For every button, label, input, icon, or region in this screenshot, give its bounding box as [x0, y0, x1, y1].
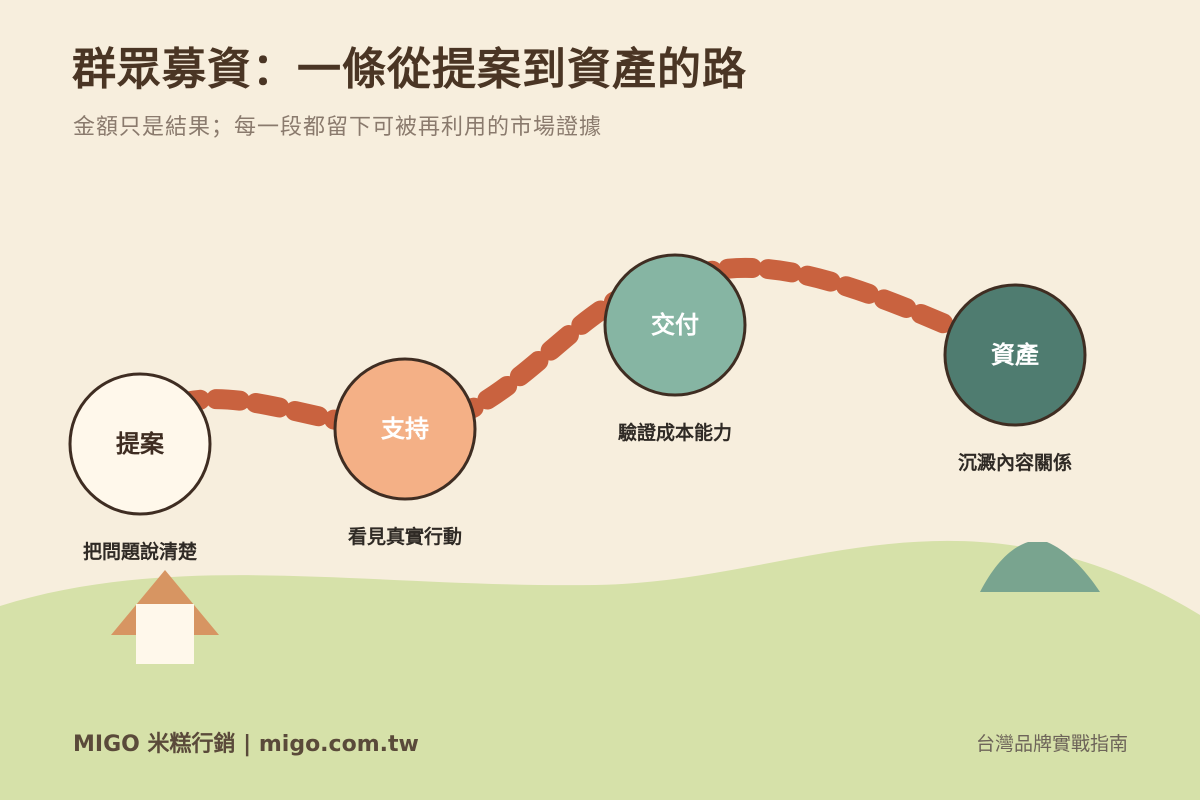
- stage-caption: 把問題說清楚: [83, 540, 197, 563]
- stage-circle: [943, 283, 1087, 427]
- stage-label: 支持: [381, 415, 429, 443]
- stage-circle: [333, 357, 477, 501]
- page-title: 群眾募資：一條從提案到資產的路: [72, 44, 747, 95]
- mound-icon: [980, 542, 1100, 592]
- stage-asset: 資產 沉澱內容關係: [943, 283, 1087, 474]
- journey-path: [130, 257, 1025, 440]
- stage-label: 交付: [651, 311, 699, 339]
- hill: [0, 540, 1200, 800]
- stage-proposal: 提案 把問題說清楚: [68, 372, 212, 563]
- stage-support: 支持 看見真實行動: [333, 357, 477, 548]
- stage-delivery: 交付 驗證成本能力: [603, 253, 747, 444]
- house-icon: [111, 570, 219, 664]
- page-subtitle: 金額只是結果；每一段都留下可被再利用的市場證據: [73, 115, 603, 140]
- stage-caption: 驗證成本能力: [618, 421, 732, 444]
- brand-footer: MIGO 米糕行銷 | migo.com.tw: [73, 732, 419, 757]
- stage-caption: 沉澱內容關係: [958, 451, 1072, 474]
- stage-caption: 看見真實行動: [347, 525, 462, 548]
- stage-circle: [68, 372, 212, 516]
- stage-label: 資產: [991, 341, 1039, 369]
- guide-footer: 台灣品牌實戰指南: [975, 733, 1128, 755]
- stage-label: 提案: [116, 430, 165, 458]
- stage-circle: [603, 253, 747, 397]
- house-body: [136, 604, 194, 664]
